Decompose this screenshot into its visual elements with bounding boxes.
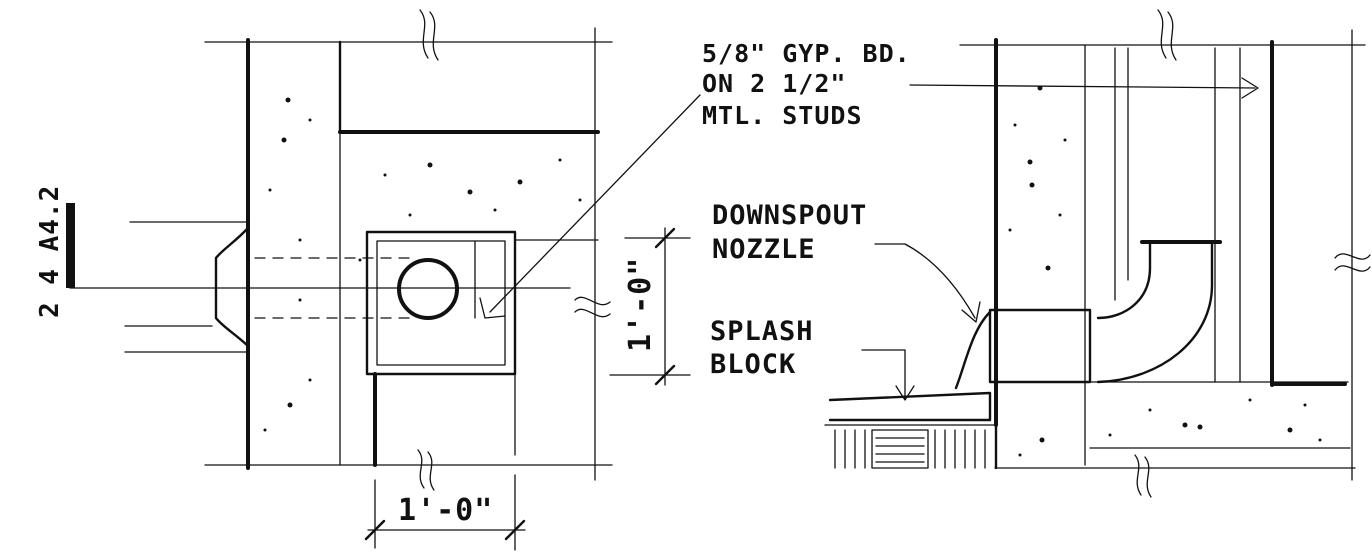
section-reference-text: 2 4 A4.2 xyxy=(35,185,65,318)
section-cut-bar xyxy=(66,203,75,288)
section-nozzle-flare xyxy=(954,310,992,390)
nozzle-label-line1: DOWNSPOUT xyxy=(712,200,867,231)
plan-break-right xyxy=(574,296,611,318)
splash-leader xyxy=(861,349,906,399)
gyp-leader-section-arrow xyxy=(1241,77,1259,99)
dim-horizontal-text: 1'-0" xyxy=(398,493,493,528)
gyp-leader-plan xyxy=(489,94,701,313)
dim-vertical-tick-bottom xyxy=(654,364,676,386)
section-break-bottom xyxy=(1134,454,1152,498)
gyp-leader-section xyxy=(909,84,1256,89)
plan-view xyxy=(69,9,613,491)
plan-concrete-stipple xyxy=(263,97,582,432)
gyp-label-line3: MTL. STUDS xyxy=(702,101,863,130)
section-break-top xyxy=(1157,9,1177,61)
downspout-circle xyxy=(397,258,459,320)
dim-vertical-tick-top xyxy=(654,227,676,249)
section-break-right xyxy=(1334,253,1371,272)
plan-nozzle-flare xyxy=(214,226,250,348)
ground-hatch xyxy=(834,429,986,469)
splash-label-line1: SPLASH xyxy=(710,316,814,347)
section-nozzle xyxy=(988,308,1092,384)
section-concrete-stipple xyxy=(1008,85,1322,457)
plan-enclosure-inner xyxy=(376,240,506,366)
splash-block xyxy=(828,391,992,422)
section-view xyxy=(824,9,1371,498)
splash-label-line2: BLOCK xyxy=(710,349,796,380)
plan-break-top xyxy=(419,9,439,61)
gyp-label-line1: 5/8" GYP. BD. xyxy=(702,39,911,68)
nozzle-leader-arrow xyxy=(961,301,981,323)
plan-enclosure-outer xyxy=(365,230,517,376)
downspout-elbow-outer xyxy=(1096,240,1214,384)
dim-horizontal-tick-right xyxy=(504,519,526,541)
downspout-nozzle-label: DOWNSPOUT NOZZLE xyxy=(712,200,867,265)
splash-leader-arrow xyxy=(895,385,915,401)
gyp-label-line2: ON 2 1/2" xyxy=(702,69,846,98)
downspout-elbow-inner xyxy=(1096,240,1152,320)
dim-horizontal-tick-left xyxy=(364,519,386,541)
gyp-board-label: 5/8" GYP. BD. ON 2 1/2" MTL. STUDS xyxy=(702,39,911,130)
horizontal-dimension: 1'-0" xyxy=(364,474,526,551)
plan-break-bottom xyxy=(417,449,435,491)
nozzle-label-line2: NOZZLE xyxy=(712,234,816,265)
section-reference: 2 4 A4.2 xyxy=(35,185,75,318)
nozzle-leader xyxy=(874,243,976,319)
gyp-leader-arrow xyxy=(479,297,506,319)
dim-vertical-text: 1'-0" xyxy=(623,257,658,352)
vertical-dimension: 1'-0" xyxy=(609,227,691,386)
splash-block-label: SPLASH BLOCK xyxy=(710,316,814,380)
